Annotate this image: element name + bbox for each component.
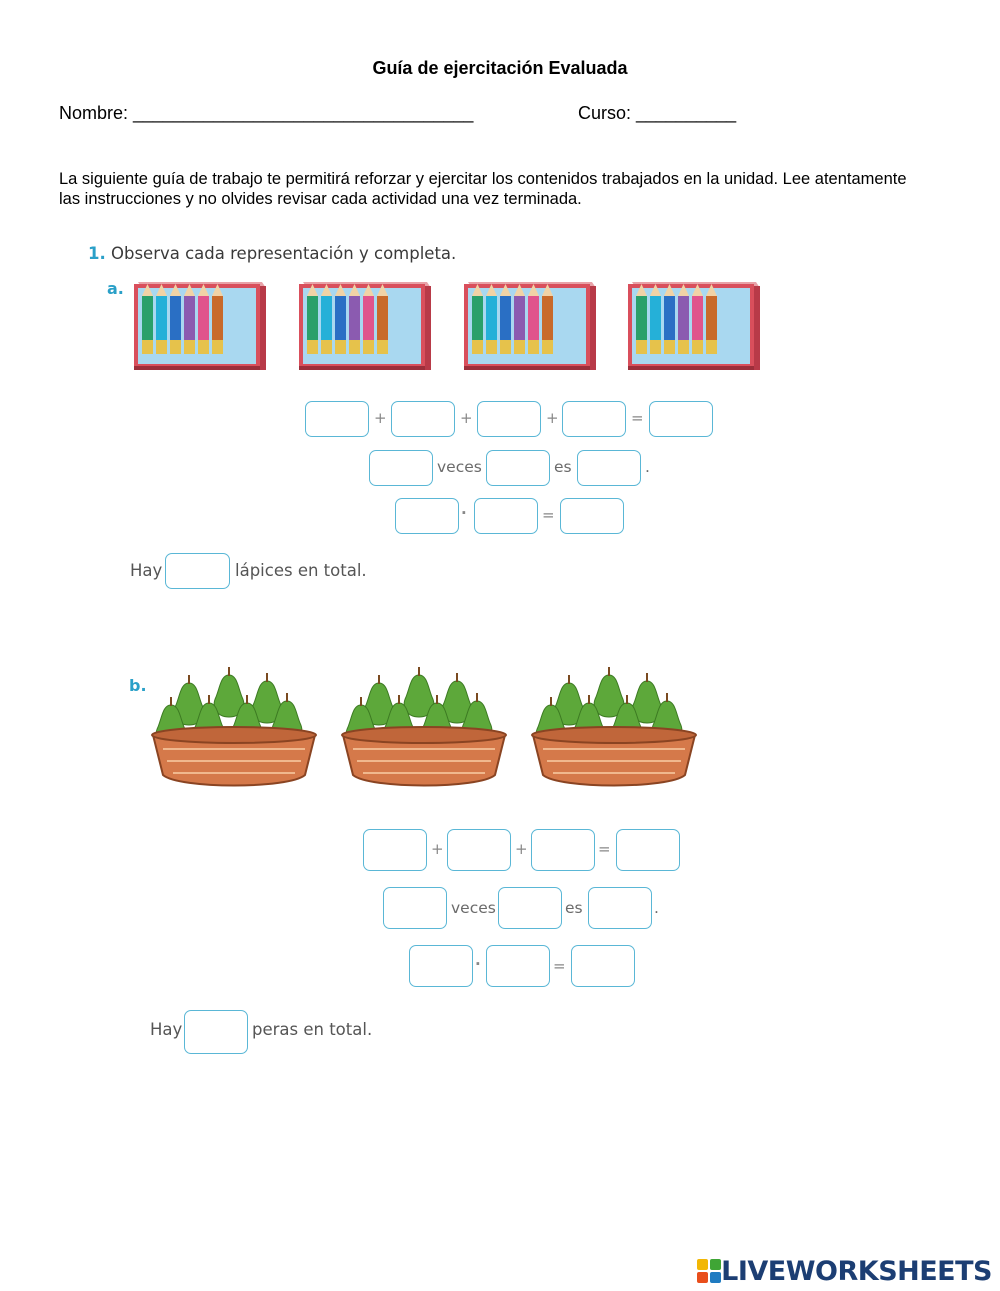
answer-box[interactable] — [649, 401, 713, 437]
equals-sign: = — [631, 409, 644, 427]
answer-box[interactable] — [571, 945, 635, 987]
plus-sign: + — [515, 840, 528, 858]
answer-box[interactable] — [560, 498, 624, 534]
logo-blocks-icon — [697, 1259, 722, 1283]
part-b-label: b. — [129, 676, 147, 695]
multiply-dot: · — [461, 504, 467, 522]
page-title: Guía de ejercitación Evaluada — [372, 58, 628, 78]
nombre-field[interactable]: Nombre: ________________________________… — [59, 103, 474, 123]
pear-basket-image — [339, 665, 509, 795]
pencil-box-image — [628, 282, 760, 370]
pear-basket-image — [149, 665, 319, 795]
answer-box[interactable] — [616, 829, 680, 871]
answer-box[interactable] — [498, 887, 562, 929]
pencil-box-image — [299, 282, 431, 370]
equals-sign: = — [542, 506, 555, 524]
exercise-number: 1. — [88, 244, 106, 263]
answer-box[interactable] — [562, 401, 626, 437]
total-text: peras en total. — [252, 1020, 373, 1039]
pencil-box-image — [464, 282, 596, 370]
plus-sign: + — [374, 409, 387, 427]
hay-label: Hay — [130, 561, 163, 580]
total-text: lápices en total. — [235, 561, 367, 580]
intro-paragraph: La siguiente guía de trabajo te permitir… — [59, 170, 907, 208]
logo-text: LIVEWORKSHEETS — [721, 1255, 992, 1287]
hay-label: Hay — [150, 1020, 183, 1039]
answer-box[interactable] — [531, 829, 595, 871]
equals-sign: = — [553, 957, 566, 975]
equals-sign: = — [598, 840, 611, 858]
es-label: es — [565, 899, 583, 917]
exercise-instruction: Observa cada representación y completa. — [111, 244, 457, 263]
liveworksheets-logo: LIVEWORKSHEETS — [697, 1255, 992, 1287]
answer-box[interactable] — [369, 450, 433, 486]
answer-box[interactable] — [486, 945, 550, 987]
curso-field[interactable]: Curso: __________ — [578, 103, 737, 123]
veces-label: veces — [437, 458, 482, 476]
period-mark: . — [654, 899, 659, 917]
plus-sign: + — [460, 409, 473, 427]
answer-box[interactable] — [395, 498, 459, 534]
plus-sign: + — [546, 409, 559, 427]
pencil-box-image — [134, 282, 266, 370]
answer-box[interactable] — [486, 450, 550, 486]
answer-box[interactable] — [363, 829, 427, 871]
multiply-dot: · — [475, 955, 481, 973]
period-mark: . — [645, 458, 650, 476]
answer-box[interactable] — [305, 401, 369, 437]
answer-box[interactable] — [391, 401, 455, 437]
veces-label: veces — [451, 899, 496, 917]
answer-box[interactable] — [383, 887, 447, 929]
answer-box[interactable] — [409, 945, 473, 987]
answer-box[interactable] — [577, 450, 641, 486]
pear-basket-image — [529, 665, 699, 795]
answer-box[interactable] — [477, 401, 541, 437]
part-a-label: a. — [107, 279, 124, 298]
answer-box[interactable] — [165, 553, 230, 589]
answer-box[interactable] — [447, 829, 511, 871]
es-label: es — [554, 458, 572, 476]
answer-box[interactable] — [588, 887, 652, 929]
answer-box[interactable] — [474, 498, 538, 534]
exercise-heading: 1. Observa cada representación y complet… — [88, 244, 456, 263]
answer-box[interactable] — [184, 1010, 248, 1054]
plus-sign: + — [431, 840, 444, 858]
